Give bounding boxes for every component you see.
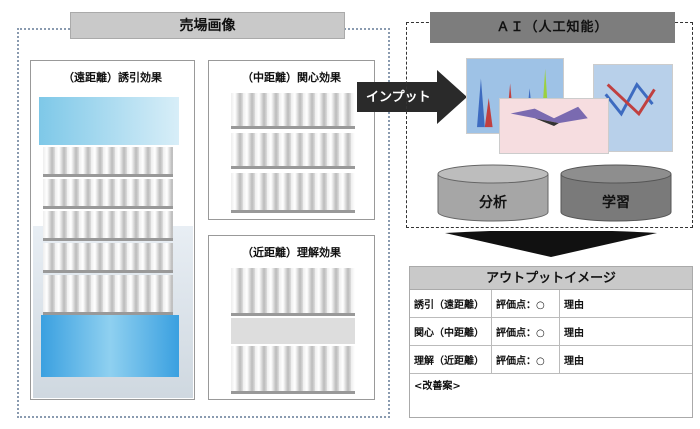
display-stand-image [41,315,179,377]
reason-cell: 理由 [564,300,584,311]
category-cell: 関心（中距離） [410,318,492,345]
product-banner-image [39,97,179,145]
score-cell: 評価点：○ [492,318,560,345]
score-cell: 評価点：○ [492,346,560,373]
analysis-label: 分析 [479,195,507,211]
shelf-label-image [231,318,355,344]
table-row: 理解（近距離）評価点：○ 理由 [410,346,692,374]
store-image-title: 売場画像 [70,12,345,39]
category-cell: 誘引（遠距離） [410,290,492,317]
panel-label: （遠距離）誘引効果 [63,71,162,84]
input-arrow-label: インプット [366,90,431,105]
panel-label: （中距離）関心効果 [242,71,341,84]
output-title: アウトプットイメージ [410,267,692,290]
learning-cylinder-icon [560,164,672,222]
reason-cell: 理由 [564,328,584,339]
improvement-note: <改善案> [414,381,461,392]
surface-chart-image [499,98,609,154]
input-arrow-icon [357,70,467,124]
panel-label: （近距離）理解効果 [242,246,341,259]
table-row: 関心（中距離）評価点：○ 理由 [410,318,692,346]
category-cell: 理解（近距離） [410,346,492,373]
reason-cell: 理由 [564,356,584,367]
analysis-cylinder-icon [437,164,549,222]
far-distance-panel: （遠距離）誘引効果 [30,60,195,400]
mid-distance-panel: （中距離）関心効果 [208,60,375,220]
ai-title: ＡＩ（人工知能） [430,12,675,43]
near-distance-panel: （近距離）理解効果 [208,235,375,400]
learning-label: 学習 [602,195,630,211]
score-cell: 評価点：○ [492,290,560,317]
output-arrow-icon [445,231,657,257]
table-row: 誘引（遠距離）評価点：○ 理由 [410,290,692,318]
output-table: アウトプットイメージ 誘引（遠距離）評価点：○理由 関心（中距離）評価点：○理由… [409,266,693,418]
